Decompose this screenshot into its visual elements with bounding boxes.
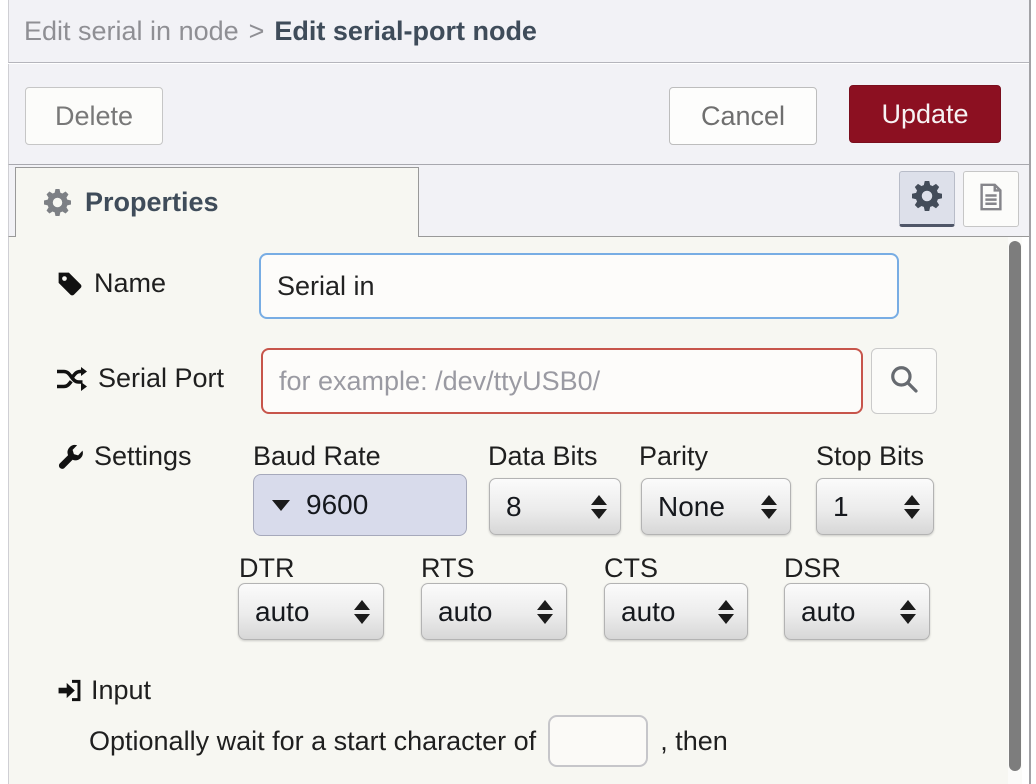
- dsr-label: DSR: [784, 553, 842, 583]
- cts-value: auto: [621, 595, 676, 627]
- breadcrumb-separator: >: [248, 15, 265, 46]
- baud-rate-select[interactable]: 9600: [253, 474, 467, 536]
- dialog-toolbar: Delete Cancel Update: [8, 64, 1030, 165]
- cts-select[interactable]: auto: [604, 583, 748, 640]
- delete-button[interactable]: Delete: [25, 87, 163, 145]
- caret-down-icon: [272, 499, 290, 511]
- wait-text-before: Optionally wait for a start character of: [89, 725, 537, 756]
- search-icon: [889, 364, 919, 399]
- up-down-arrows-icon: [354, 599, 370, 624]
- up-down-arrows-icon: [718, 599, 734, 624]
- serial-port-label: Serial Port: [57, 363, 224, 394]
- up-down-arrows-icon: [537, 599, 553, 624]
- dialog-header: Edit serial in node > Edit serial-port n…: [8, 0, 1030, 63]
- baud-rate-label: Baud Rate: [253, 441, 381, 471]
- start-character-row: Optionally wait for a start character of…: [89, 715, 728, 767]
- rts-select[interactable]: auto: [421, 583, 567, 640]
- document-icon: [976, 182, 1006, 217]
- start-character-input[interactable]: [548, 715, 649, 767]
- serial-port-lookup-button[interactable]: [871, 348, 937, 414]
- node-description-button[interactable]: [963, 171, 1019, 227]
- settings-label: Settings: [57, 441, 192, 472]
- breadcrumb-current: Edit serial-port node: [274, 15, 537, 46]
- name-label: Name: [57, 268, 166, 299]
- gear-icon: [44, 189, 71, 216]
- name-input[interactable]: [259, 253, 899, 319]
- breadcrumb-parent[interactable]: Edit serial in node: [24, 15, 239, 46]
- data-bits-label: Data Bits: [488, 441, 598, 471]
- stop-bits-label: Stop Bits: [816, 441, 925, 471]
- properties-panel: Name Serial Port Settings: [8, 237, 1008, 784]
- rts-label: RTS: [421, 553, 475, 583]
- parity-select[interactable]: None: [641, 478, 791, 535]
- tray-edge-divider: [1029, 0, 1031, 784]
- tag-icon: [57, 271, 83, 297]
- parity-label: Parity: [639, 441, 709, 471]
- data-bits-select[interactable]: 8: [489, 478, 621, 535]
- tab-properties-label: Properties: [85, 187, 219, 217]
- random-icon: [57, 366, 87, 391]
- gear-icon: [912, 180, 942, 216]
- tab-properties[interactable]: Properties: [15, 167, 419, 237]
- rts-value: auto: [438, 595, 493, 627]
- scrollbar-thumb[interactable]: [1009, 241, 1021, 771]
- vertical-scrollbar[interactable]: [1008, 237, 1022, 784]
- sign-in-icon: [57, 678, 82, 703]
- up-down-arrows-icon: [900, 599, 916, 624]
- up-down-arrows-icon: [761, 494, 777, 519]
- node-settings-button[interactable]: [899, 171, 955, 227]
- stop-bits-select[interactable]: 1: [816, 478, 934, 535]
- wait-text-after: , then: [660, 725, 728, 756]
- serial-port-input[interactable]: [261, 348, 863, 414]
- dtr-select[interactable]: auto: [238, 583, 384, 640]
- stop-bits-value: 1: [833, 490, 849, 522]
- dtr-value: auto: [255, 595, 310, 627]
- cancel-button[interactable]: Cancel: [669, 87, 817, 145]
- up-down-arrows-icon: [904, 494, 920, 519]
- dtr-label: DTR: [239, 553, 295, 583]
- cts-label: CTS: [604, 553, 658, 583]
- wrench-icon: [57, 444, 83, 470]
- up-down-arrows-icon: [591, 494, 607, 519]
- baud-rate-value: 9600: [306, 489, 369, 520]
- dsr-value: auto: [801, 595, 856, 627]
- data-bits-value: 8: [506, 490, 522, 522]
- input-section-label: Input: [57, 675, 151, 706]
- tab-bar: Properties: [8, 165, 1030, 237]
- dsr-select[interactable]: auto: [784, 583, 930, 640]
- update-button[interactable]: Update: [849, 85, 1001, 143]
- parity-value: None: [658, 490, 725, 522]
